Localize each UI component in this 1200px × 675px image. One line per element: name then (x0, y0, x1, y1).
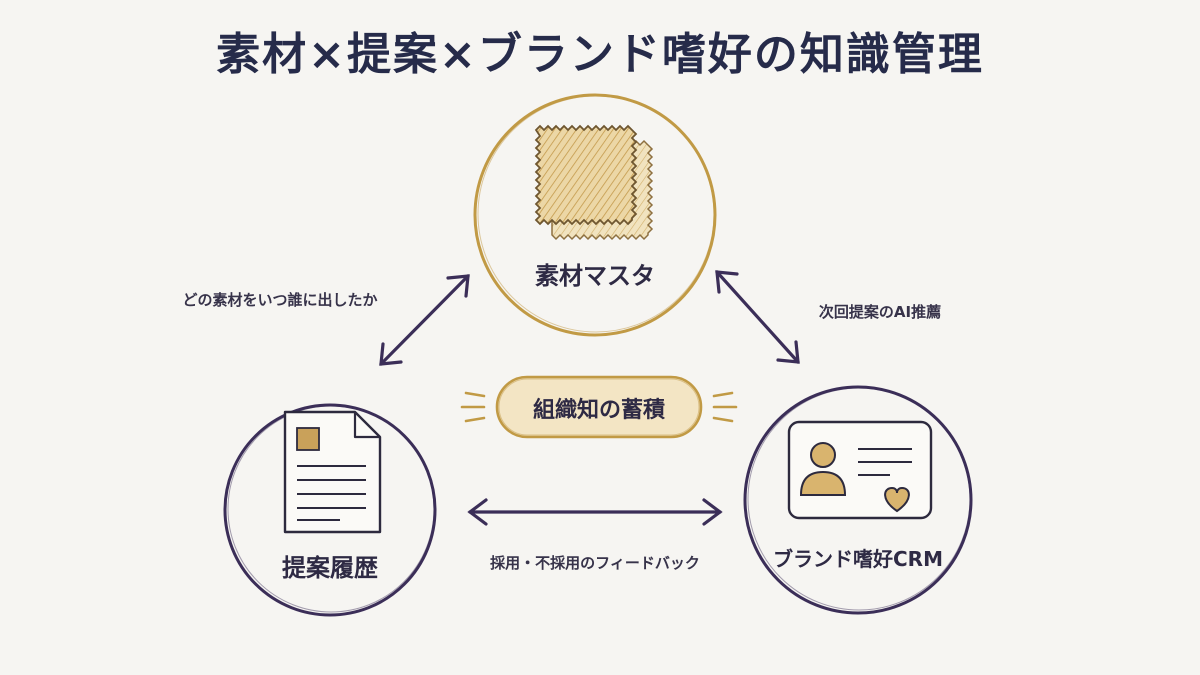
arrow-right (715, 270, 800, 364)
edge-label-left: どの素材をいつ誰に出したか (182, 291, 378, 309)
center-label: 組織知の蓄積 (532, 398, 665, 423)
center-pill (460, 375, 738, 439)
arrow-bottom (467, 498, 723, 526)
node-label-proposal-history: 提案履歴 (282, 554, 378, 582)
emphasis-lines-left (460, 391, 486, 423)
fabric-swatch-icon (534, 124, 654, 241)
page-title: 素材×提案×ブランド嗜好の知識管理 (216, 29, 984, 80)
edge-label-bottom: 採用・不採用のフィードバック (490, 554, 700, 572)
edge-label-right: 次回提案のAI推薦 (818, 303, 942, 321)
profile-card-icon (787, 420, 933, 520)
node-label-material-master: 素材マスタ (535, 262, 655, 290)
node-brand-crm (743, 385, 973, 615)
node-material-master (473, 93, 717, 337)
document-icon (283, 410, 382, 534)
node-proposal-history (223, 403, 437, 617)
node-label-brand-crm: ブランド嗜好CRM (773, 547, 943, 571)
arrow-left (379, 274, 470, 366)
emphasis-lines-right (712, 391, 738, 423)
